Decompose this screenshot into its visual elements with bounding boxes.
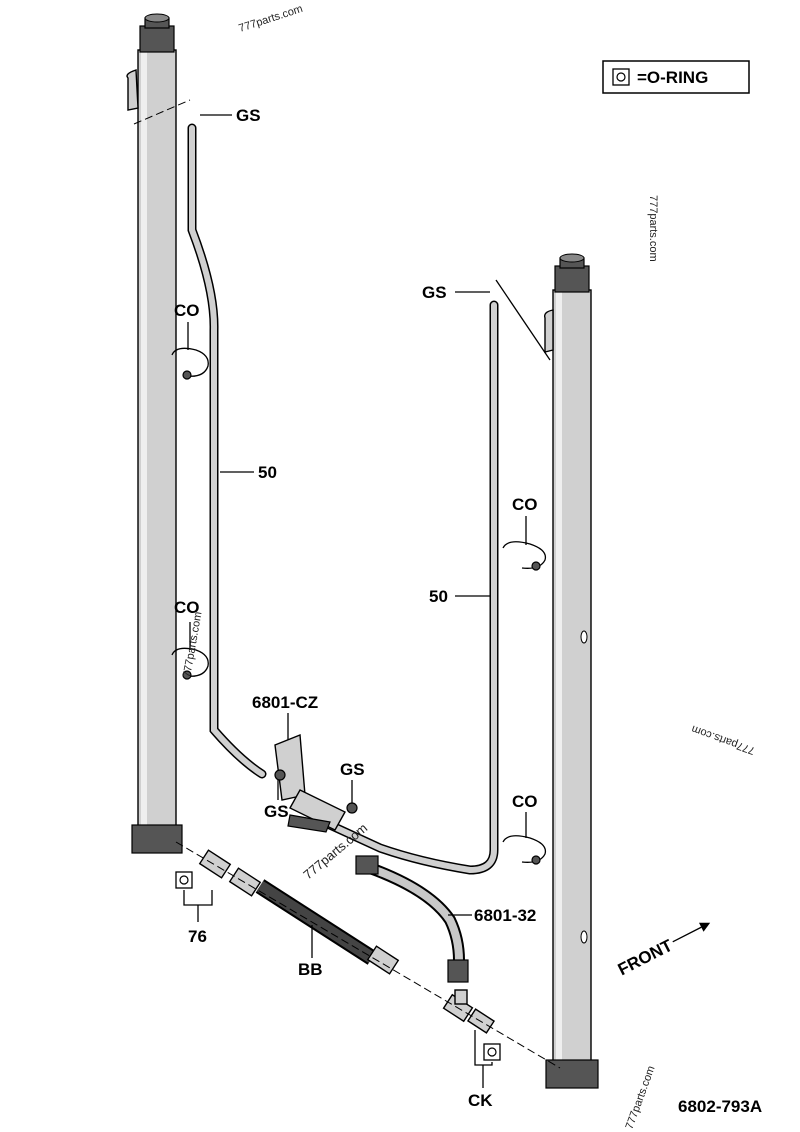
watermark-left: 777parts.com (181, 611, 204, 679)
label-co-lower-right: CO (512, 792, 538, 811)
clamp-upper-right (502, 541, 547, 571)
watermark-right-flipped: 777parts.com (690, 723, 757, 757)
clamp-lower-left (171, 647, 209, 680)
hose-6801-32 (355, 855, 469, 983)
label-50-left: 50 (258, 463, 277, 482)
label-ck: CK (468, 1091, 493, 1110)
label-co-upper-right: CO (512, 495, 538, 514)
front-indicator: FRONT (615, 922, 711, 979)
label-50-right: 50 (429, 587, 448, 606)
fitting-76 (198, 849, 232, 879)
diagram-code: 6802-793A (678, 1097, 762, 1116)
watermark-bottom: 777parts.com (624, 1064, 658, 1131)
front-arrow-icon (698, 922, 711, 932)
label-gs-mid-left: GS (264, 802, 289, 821)
label-gs-mid-right: GS (340, 760, 365, 779)
clamp-upper-left (171, 347, 209, 380)
label-co-upper-left: CO (174, 301, 200, 320)
label-6801-cz: 6801-CZ (252, 693, 318, 712)
right-cylinder (543, 253, 599, 1089)
label-gs-top-left: GS (236, 106, 261, 125)
dash-line-bottom (175, 841, 561, 1069)
oring-icon-ck (483, 1043, 501, 1061)
right-pipe (325, 300, 499, 875)
fitting-ck (442, 989, 496, 1034)
label-6801-32: 6801-32 (474, 906, 536, 925)
watermark-right-vertical: 777parts.com (647, 195, 659, 262)
clamp-lower-right (502, 835, 547, 865)
leader-lines (183, 114, 527, 1088)
legend-box: =O-RING (602, 60, 750, 94)
label-co-lower-left: CO (174, 598, 200, 617)
left-pipe (187, 123, 267, 779)
dash-line-top-right (495, 279, 551, 361)
label-76: 76 (188, 927, 207, 946)
dash-line-top-left (133, 99, 191, 125)
label-bb: BB (298, 960, 323, 979)
watermark-top: 777parts.com (237, 3, 304, 35)
oring-icon-76 (175, 871, 193, 889)
front-label: FRONT (615, 935, 676, 979)
valve-bracket (274, 733, 358, 833)
label-gs-top-right: GS (422, 283, 447, 302)
left-cylinder (126, 13, 183, 854)
oring-square-icon (612, 68, 630, 86)
legend-text: =O-RING (637, 68, 708, 87)
